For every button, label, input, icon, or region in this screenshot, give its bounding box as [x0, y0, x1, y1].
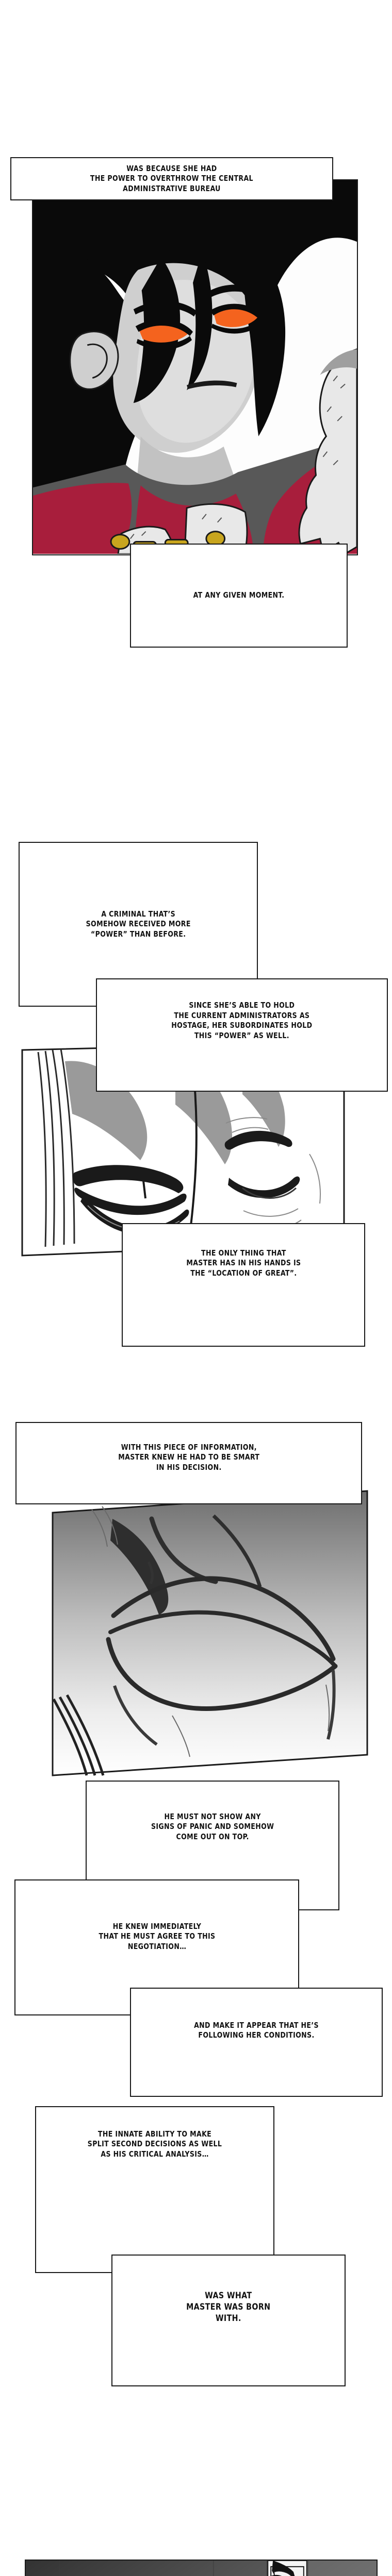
caption-text-2: AT ANY GIVEN MOMENT. [193, 590, 285, 600]
caption-text-10: THE INNATE ABILITY TO MAKE SPLIT SECOND … [87, 2129, 222, 2159]
caption-box-5: THE ONLY THING THAT MASTER HAS IN HIS HA… [122, 1223, 365, 1347]
caption-box-2: AT ANY GIVEN MOMENT. [130, 544, 348, 648]
caption-box-1: WAS BECAUSE SHE HAD THE POWER TO OVERTHR… [10, 157, 333, 200]
caption-text-5: THE ONLY THING THAT MASTER HAS IN HIS HA… [186, 1248, 301, 1278]
caption-text-3: A CRIMINAL THAT’S SOMEHOW RECEIVED MORE … [86, 909, 191, 939]
caption-text-1: WAS BECAUSE SHE HAD THE POWER TO OVERTHR… [90, 163, 254, 193]
caption-box-6: WITH THIS PIECE OF INFORMATION, MASTER K… [15, 1422, 362, 1504]
caption-text-4: SINCE SHE’S ABLE TO HOLD THE CURRENT ADM… [171, 1001, 313, 1040]
caption-text-7: HE MUST NOT SHOW ANY SIGNS OF PANIC AND … [151, 1811, 274, 1841]
caption-text-8: HE KNEW IMMEDIATELY THAT HE MUST AGREE T… [99, 1921, 215, 1951]
panel-sketch-mouth [51, 1489, 369, 1777]
caption-box-10: THE INNATE ABILITY TO MAKE SPLIT SECOND … [35, 2106, 274, 2273]
caption-box-11: WAS WHAT MASTER WAS BORN WITH. [111, 2255, 346, 2386]
caption-box-4: SINCE SHE’S ABLE TO HOLD THE CURRENT ADM… [96, 978, 388, 1092]
panel-dark-interior [25, 2560, 378, 2576]
caption-text-11: WAS WHAT MASTER WAS BORN WITH. [186, 2290, 271, 2324]
caption-box-9: AND MAKE IT APPEAR THAT HE’S FOLLOWING H… [130, 1988, 383, 2097]
caption-text-6: WITH THIS PIECE OF INFORMATION, MASTER K… [118, 1442, 260, 1472]
panel-character-closeup [32, 179, 358, 555]
caption-text-9: AND MAKE IT APPEAR THAT HE’S FOLLOWING H… [194, 2020, 319, 2040]
